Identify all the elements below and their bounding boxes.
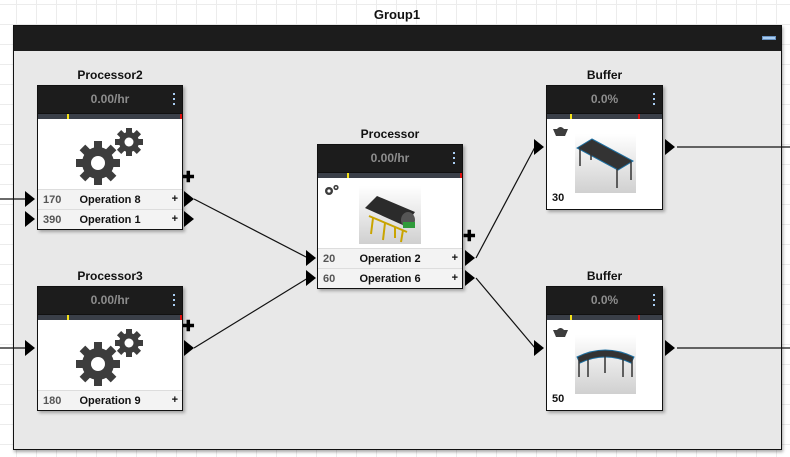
operation-name: Operation 1 — [79, 214, 141, 226]
rate-value: 0.00/hr — [90, 293, 130, 307]
output-port-arrow — [465, 250, 475, 266]
node-header: 0.00/hr — [318, 145, 462, 172]
status-meter — [547, 113, 662, 120]
input-port-arrow — [25, 340, 35, 356]
node-header: 0.0% — [547, 287, 662, 314]
output-port-arrow — [184, 211, 194, 227]
operation-name: Operation 2 — [359, 253, 421, 265]
add-operation-button[interactable]: + — [451, 252, 458, 264]
node-body: 180 Operation 9 + — [38, 320, 182, 410]
buffer-capacity: 30 — [552, 192, 565, 204]
operation-row[interactable]: 180 Operation 9 + — [38, 390, 182, 410]
rate-value: 0.00/hr — [370, 151, 410, 165]
operation-name: Operation 9 — [79, 395, 141, 407]
input-port-arrow — [25, 211, 35, 227]
add-operation-button[interactable]: + — [171, 394, 178, 406]
operation-row[interactable]: 170 Operation 8 + — [38, 189, 182, 209]
node-header: 0.00/hr — [38, 287, 182, 314]
kebab-menu-icon[interactable] — [173, 93, 176, 106]
processor2-node[interactable]: 0.00/hr — [37, 85, 183, 230]
input-port-arrow — [534, 139, 544, 155]
status-meter — [38, 113, 182, 120]
buffer-capacity: 50 — [552, 393, 565, 405]
node-body: 20 Operation 2 + 60 Operation 6 + — [318, 178, 462, 288]
status-meter — [318, 172, 462, 179]
add-operation-button[interactable]: + — [171, 193, 178, 205]
kebab-menu-icon[interactable] — [173, 294, 176, 307]
node-header: 0.00/hr — [38, 86, 182, 113]
basket-icon — [553, 328, 568, 337]
kebab-menu-icon[interactable] — [653, 294, 656, 307]
output-port-arrow — [184, 191, 194, 207]
operation-quantity: 180 — [43, 395, 62, 407]
operation-quantity: 390 — [43, 214, 62, 226]
connection-wire — [475, 277, 536, 349]
gears-icon — [325, 184, 339, 195]
kebab-menu-icon[interactable] — [653, 93, 656, 106]
output-port-arrow — [184, 340, 194, 356]
node-body: 30 — [547, 119, 662, 209]
buffer-node[interactable]: 0.0% 30 — [546, 85, 663, 210]
basket-icon — [553, 127, 568, 136]
node-title: Processor3 — [77, 269, 143, 283]
connection-wire — [193, 277, 309, 349]
status-meter — [38, 314, 182, 321]
straight-conveyor-thumbnail — [575, 134, 636, 193]
curved-conveyor-thumbnail — [575, 335, 636, 394]
output-port-arrow — [465, 270, 475, 286]
minus-icon[interactable] — [762, 36, 776, 40]
rate-value: 0.00/hr — [90, 92, 130, 106]
input-port-arrow — [25, 191, 35, 207]
status-meter — [547, 314, 662, 321]
node-title: Buffer — [586, 269, 623, 283]
drum-machine-thumbnail — [359, 186, 421, 244]
node-body: 170 Operation 8 + 390 Operation 1 + — [38, 119, 182, 229]
gears-icon — [76, 128, 143, 185]
connection-wire — [475, 146, 536, 259]
output-port-arrow — [665, 139, 675, 155]
utilization-value: 0.0% — [590, 92, 619, 106]
group-title: Group1 — [373, 7, 421, 22]
operation-quantity: 60 — [323, 273, 336, 285]
group-header[interactable] — [14, 26, 781, 51]
gears-icon — [76, 329, 143, 386]
add-operation-button[interactable]: + — [451, 272, 458, 284]
add-operation-button[interactable]: + — [171, 213, 178, 225]
add-port-button[interactable]: ✚ — [182, 318, 195, 335]
buffer-node[interactable]: 0.0% 50 — [546, 286, 663, 411]
kebab-menu-icon[interactable] — [453, 152, 456, 165]
processor3-node[interactable]: 0.00/hr — [37, 286, 183, 411]
node-body: 50 — [547, 320, 662, 410]
operation-quantity: 20 — [323, 253, 336, 265]
node-title: Processor — [360, 127, 420, 141]
node-title: Buffer — [586, 68, 623, 82]
operation-row[interactable]: 390 Operation 1 + — [38, 209, 182, 229]
operation-name: Operation 6 — [359, 273, 421, 285]
operation-row[interactable]: 20 Operation 2 + — [318, 248, 462, 268]
utilization-value: 0.0% — [590, 293, 619, 307]
add-port-button[interactable]: ✚ — [463, 228, 476, 245]
node-header: 0.0% — [547, 86, 662, 113]
input-port-arrow — [534, 340, 544, 356]
input-port-arrow — [306, 270, 316, 286]
processor-node[interactable]: 0.00/hr 20 Operation 2 + 60 — [317, 144, 463, 289]
operation-quantity: 170 — [43, 194, 62, 206]
operation-name: Operation 8 — [79, 194, 141, 206]
connection-wire — [193, 198, 309, 259]
operation-row[interactable]: 60 Operation 6 + — [318, 268, 462, 288]
input-port-arrow — [306, 250, 316, 266]
output-port-arrow — [665, 340, 675, 356]
node-title: Processor2 — [77, 68, 143, 82]
add-port-button[interactable]: ✚ — [182, 169, 195, 186]
